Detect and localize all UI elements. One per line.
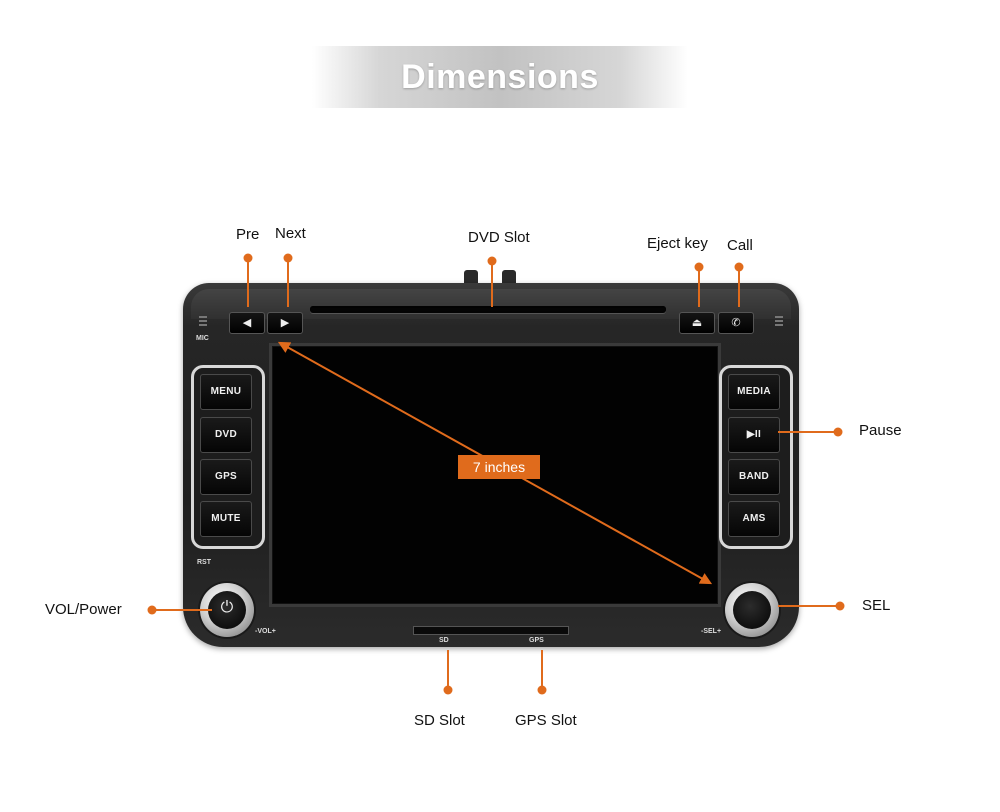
card-slot-strip <box>413 626 569 635</box>
dvd-button[interactable]: DVD <box>200 417 252 453</box>
sd-label: SD <box>439 637 449 644</box>
band-button[interactable]: BAND <box>728 459 780 495</box>
power-icon: ⏻ <box>220 599 234 616</box>
pre-dot <box>243 253 253 263</box>
right-speaker-grill <box>775 316 783 318</box>
gps-label: GPS <box>529 637 544 644</box>
sel-label: -SEL+ <box>701 628 722 635</box>
mount-bracket-left <box>464 270 478 286</box>
mute-button[interactable]: MUTE <box>200 501 252 537</box>
pause-label: Pause <box>859 422 902 439</box>
sel-knob-center <box>733 591 771 629</box>
gps-button[interactable]: GPS <box>200 459 252 495</box>
eject-button[interactable]: ⏏ <box>679 312 715 334</box>
sd-dot <box>443 685 453 695</box>
pause-dot <box>833 427 843 437</box>
right-button-panel: MEDIA ▶II BAND AMS <box>719 365 793 549</box>
ams-button[interactable]: AMS <box>728 501 780 537</box>
sd-slot-label: SD Slot <box>414 712 465 729</box>
mic-label: MIC <box>196 335 209 342</box>
gps-dot <box>537 685 547 695</box>
left-button-panel: MENU DVD GPS MUTE <box>191 365 265 549</box>
media-button[interactable]: MEDIA <box>728 374 780 410</box>
next-button[interactable]: ▶ <box>267 312 303 334</box>
page-title: Dimensions <box>401 58 599 96</box>
call-label: Call <box>727 237 753 254</box>
menu-button[interactable]: MENU <box>200 374 252 410</box>
rst-label: RST <box>197 559 211 566</box>
prev-button[interactable]: ◀ <box>229 312 265 334</box>
vol-label: -VOL+ <box>255 628 276 635</box>
vol-dot <box>147 605 157 615</box>
pre-label: Pre <box>236 226 260 243</box>
header-banner: Dimensions <box>312 46 688 108</box>
dvd-slot-dot <box>487 256 497 266</box>
sel-knob[interactable] <box>725 583 779 637</box>
sel-callout-label: SEL <box>862 597 891 614</box>
mount-bracket-right <box>502 270 516 286</box>
diagonal-size-badge: 7 inches <box>458 455 540 479</box>
eject-dot <box>694 262 704 272</box>
next-dot <box>283 253 293 263</box>
play-pause-button[interactable]: ▶II <box>728 417 780 453</box>
eject-key-label: Eject key <box>647 235 708 252</box>
gps-slot-label: GPS Slot <box>515 712 577 729</box>
left-speaker-grill <box>199 316 207 318</box>
call-button[interactable]: ✆ <box>718 312 754 334</box>
sel-dot <box>835 601 845 611</box>
next-label: Next <box>275 225 306 242</box>
knob-center: ⏻ <box>208 591 246 629</box>
call-dot <box>734 262 744 272</box>
dvd-slot-label: DVD Slot <box>468 229 530 246</box>
dvd-slot[interactable] <box>310 306 666 313</box>
vol-power-label: VOL/Power <box>45 601 122 618</box>
